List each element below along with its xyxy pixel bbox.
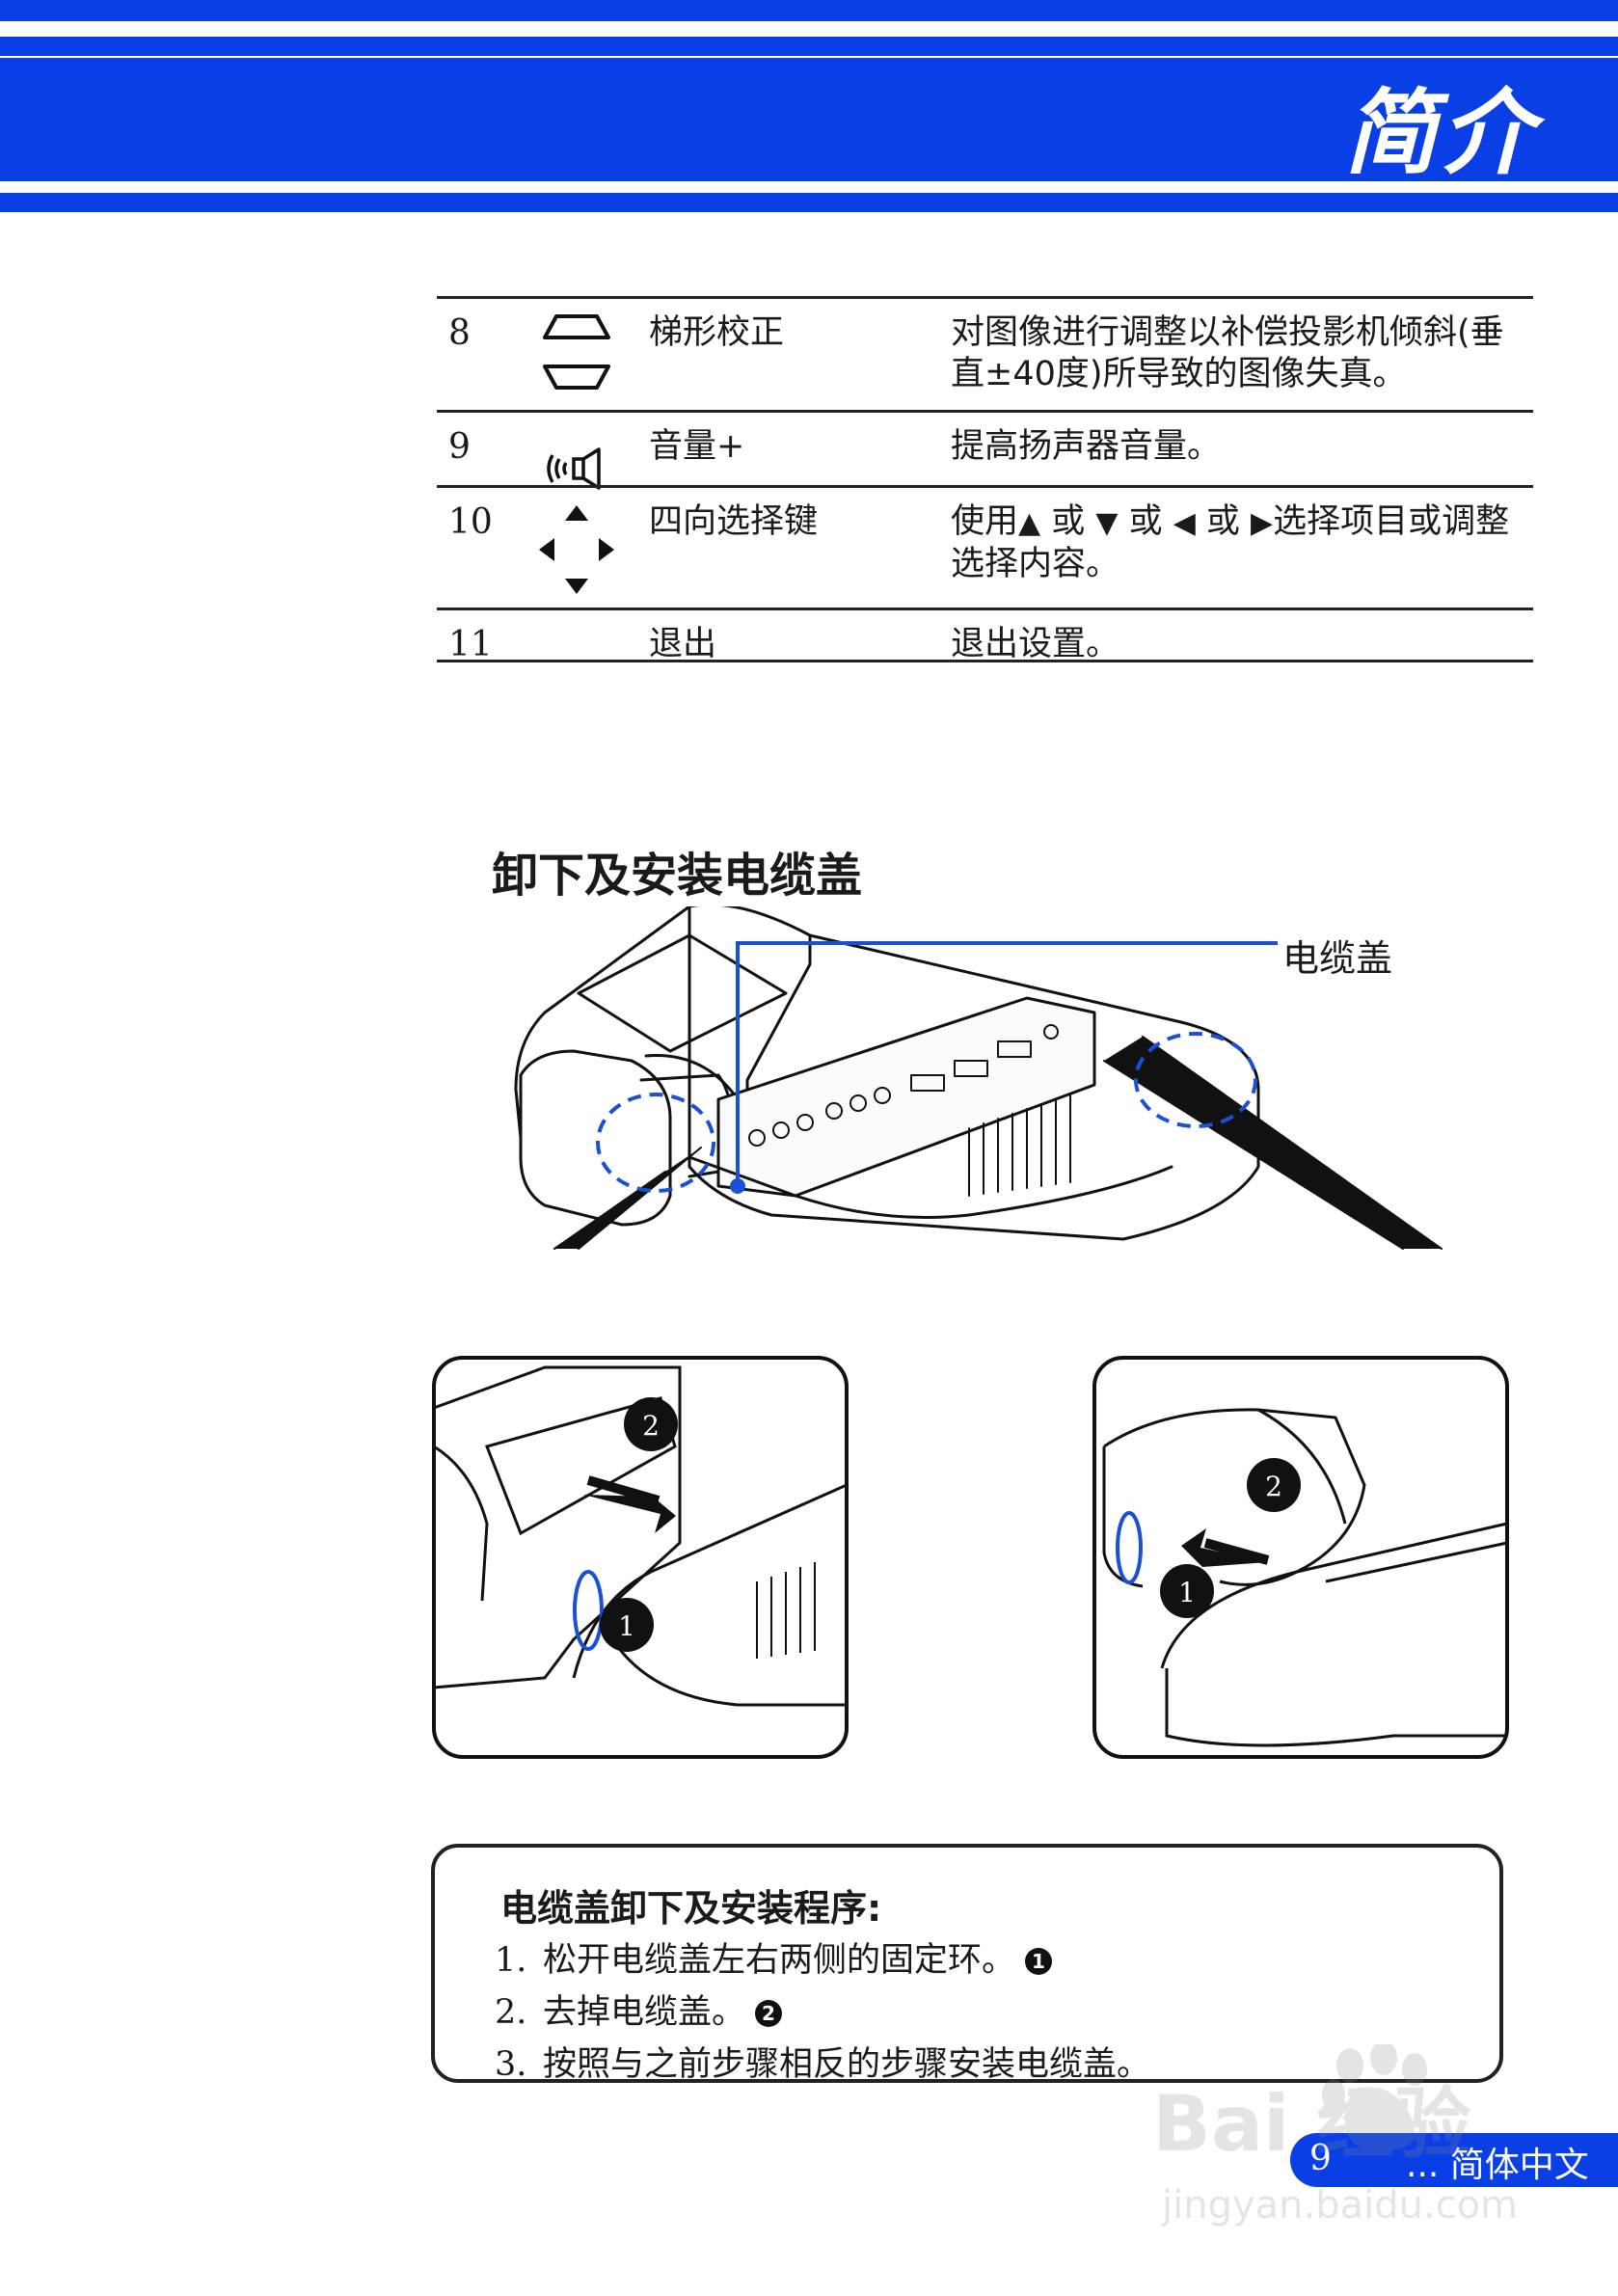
step-1-marker: 1	[1178, 1577, 1196, 1608]
page-title: 简介	[1344, 79, 1537, 187]
four-way-arrows-icon	[539, 505, 614, 594]
step-text: 按照与之前步骤相反的步骤安装电缆盖。	[543, 2045, 1151, 2084]
list-item: 3. 按照与之前步骤相反的步骤安装电缆盖。	[495, 2037, 1150, 2086]
header-stripe	[0, 193, 1618, 212]
step-number: 3.	[495, 2045, 527, 2084]
header-stripe	[0, 37, 1618, 56]
watermark-brand: Bai 经验	[1152, 2079, 1470, 2169]
cable-cover-callout: 电缆盖	[1282, 937, 1393, 980]
up-arrow-icon: ▲	[1018, 506, 1041, 540]
step-text: 去掉电缆盖。	[543, 1993, 746, 2032]
right-arrow-icon: ▶	[1251, 506, 1274, 540]
keystone-icon	[543, 314, 610, 390]
row-number: 11	[448, 625, 493, 664]
note-title: 电缆盖卸下及安装程序:	[500, 1887, 882, 1930]
page-header: 简介	[0, 0, 1618, 217]
row-description: 退出设置。	[951, 625, 1120, 663]
step-text: 松开电缆盖左右两侧的固定环。	[543, 1941, 1016, 1980]
row-number: 9	[448, 427, 471, 467]
row-description: 对图像进行调整以补偿投影机倾斜(垂直±40度)所导致的图像失真。	[951, 313, 1504, 393]
procedure-note-box: 电缆盖卸下及安装程序: 1.松开电缆盖左右两侧的固定环。1 2.去掉电缆盖。2 …	[431, 1844, 1503, 2086]
step-1-marker: 1	[618, 1610, 635, 1642]
baidu-watermark: Bai 经验 jingyan.baidu.com	[1152, 2044, 1518, 2228]
desc-text: 使用	[951, 502, 1019, 541]
step-1-marker: 1	[1025, 1948, 1053, 1975]
list-item: 2. 去掉电缆盖。 2	[495, 1985, 783, 2034]
footer-language: ... 简体中文	[1406, 2146, 1589, 2185]
watermark-url: jingyan.baidu.com	[1161, 2183, 1518, 2228]
row-name: 音量+	[649, 427, 745, 466]
section-title: 卸下及安装电缆盖	[492, 849, 863, 903]
row-number: 8	[448, 313, 471, 353]
row-description: 提高扬声器音量。	[951, 427, 1222, 466]
row-number: 10	[448, 502, 493, 542]
header-stripe	[0, 0, 1618, 21]
table-row: 11 退出 退出设置。	[437, 610, 1533, 668]
footer-bar	[1290, 2133, 1618, 2187]
desc-text: 或	[1040, 502, 1096, 541]
table-row: 9 音量+ 提高扬声器音量。	[437, 413, 1533, 490]
desc-text: 或	[1195, 502, 1252, 541]
table-row: 10 四向选择键 使用▲ 或 ▼ 或 ◀ 或 ▶选择项目或调整选择内容。	[437, 488, 1533, 608]
table-rule	[437, 410, 1533, 413]
row-description: 使用▲ 或 ▼ 或 ◀ 或 ▶选择项目或调整选择内容。	[951, 501, 1529, 585]
step-number: 1.	[495, 1941, 527, 1980]
row-name: 退出	[649, 625, 717, 663]
step-number: 2.	[495, 1993, 527, 2032]
desc-text: 或	[1118, 502, 1173, 541]
desc-text: 选择项目或调整选择内容。	[951, 502, 1510, 583]
table-rule	[437, 485, 1533, 488]
down-arrow-icon: ▼	[1095, 506, 1119, 540]
table-row: 8 梯形校正 对图像进行调整以补偿投影机倾斜(垂直±40度)所导致的图像失真。	[437, 299, 1533, 410]
header-band	[0, 58, 1618, 181]
table-rule	[437, 296, 1533, 299]
step-2-marker: 2	[1265, 1471, 1282, 1502]
step-2-marker: 2	[642, 1410, 660, 1442]
list-item: 1. 松开电缆盖左右两侧的固定环。 1	[495, 1932, 1053, 1982]
row-name: 四向选择键	[649, 502, 819, 541]
left-arrow-icon: ◀	[1173, 506, 1196, 540]
page-number: 9	[1309, 2139, 1332, 2178]
row-name: 梯形校正	[649, 313, 785, 352]
table-rule	[437, 660, 1533, 662]
step-2-marker: 2	[755, 2000, 783, 2027]
table-rule	[437, 608, 1533, 610]
volume-up-icon	[547, 447, 601, 490]
cable-cover-illustration: 2 1 2 1	[432, 906, 1509, 1759]
